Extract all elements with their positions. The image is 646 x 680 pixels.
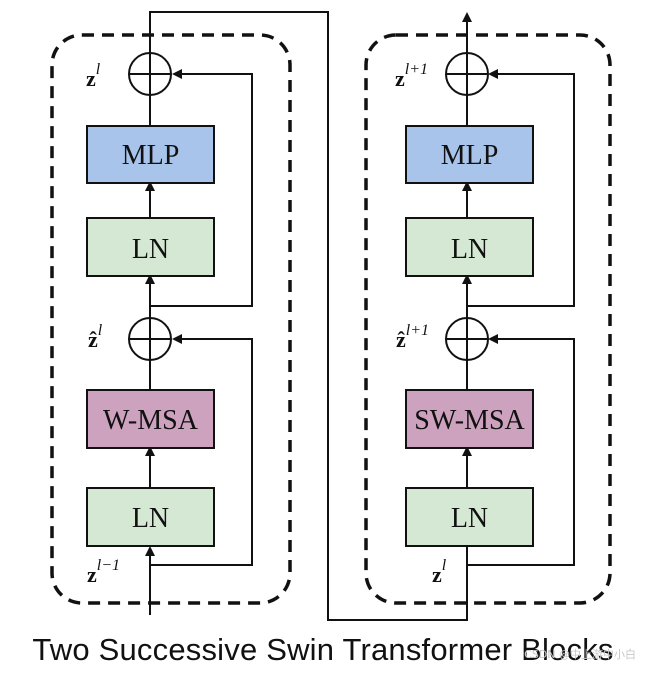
right-mlp-box [405, 125, 534, 184]
left-output-var: zl [86, 61, 101, 91]
right-ln-bottom-label: LN [451, 503, 488, 534]
right-ln-top-box [405, 217, 534, 277]
left-ln-top-label: LN [132, 234, 169, 265]
left-mlp-label: MLP [122, 140, 180, 171]
left-ln-bottom-box [86, 487, 215, 547]
left-residual-2 [150, 69, 253, 307]
left-block-container [50, 33, 292, 605]
right-residual-1 [467, 334, 575, 566]
left-input-var: zl−1 [87, 557, 120, 587]
diagram-caption: Two Successive Swin Transformer Blocks [32, 632, 614, 667]
right-mid-var: ẑl+1 [396, 322, 429, 352]
inter-block-connector [149, 11, 468, 621]
right-mlp-label: MLP [441, 140, 499, 171]
right-residual-2 [467, 69, 575, 307]
right-ln-top-label: LN [451, 234, 488, 265]
left-residual-1 [150, 334, 253, 566]
left-ln-bottom-label: LN [132, 503, 169, 534]
right-block-container [364, 33, 612, 605]
right-swmsa-label: SW-MSA [414, 405, 525, 436]
right-swmsa-box [405, 389, 534, 449]
right-ln-bottom-box [405, 487, 534, 547]
left-wmsa-label: W-MSA [103, 405, 199, 436]
left-mid-var: ẑl [88, 322, 103, 352]
left-mlp-box [86, 125, 215, 184]
swin-diagram: LN W-MSA LN MLP zl ẑl zl−1 LN SW-MSA [50, 11, 612, 621]
watermark: CSDN @中上游中小白 [524, 648, 636, 661]
right-input-var: zl [432, 557, 447, 587]
right-output-var: zl+1 [395, 61, 428, 91]
